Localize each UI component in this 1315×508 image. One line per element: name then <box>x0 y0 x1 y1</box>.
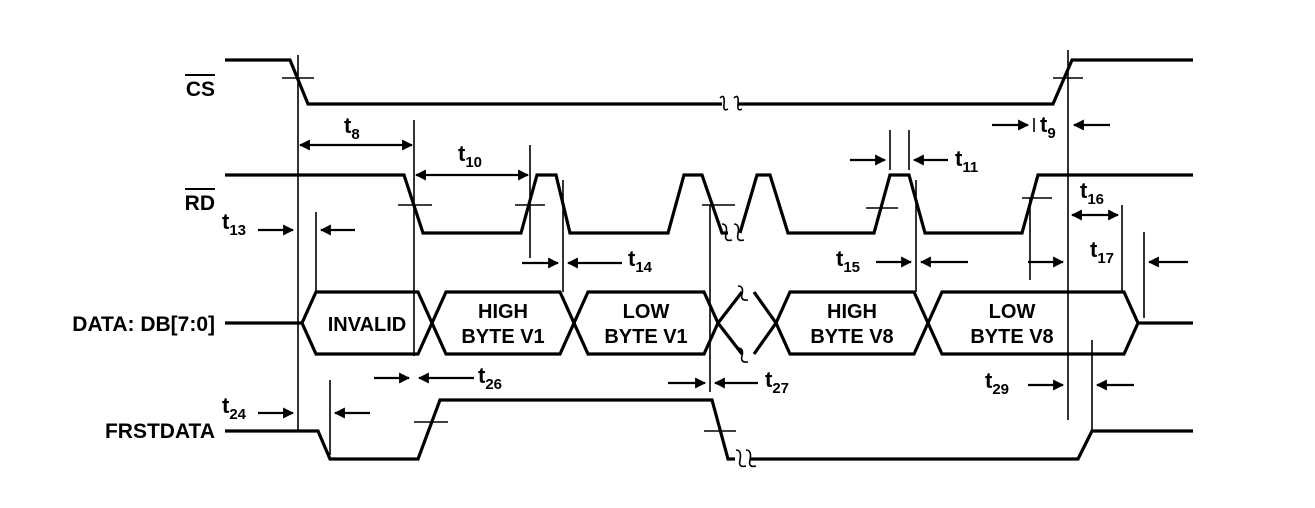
invalid-label: INVALID <box>328 314 407 336</box>
rd-signal-label: RD <box>185 192 215 215</box>
t11-label: t11 <box>955 146 978 176</box>
rd-break-mark <box>721 223 745 242</box>
low-v8-label-2: BYTE V8 <box>970 326 1053 348</box>
t29-label: t29 <box>985 368 1009 398</box>
t15-label: t15 <box>836 246 860 276</box>
data-bus-waveform <box>225 285 1193 363</box>
cs-break-mark <box>719 95 743 111</box>
high-v1-label-2: BYTE V1 <box>461 326 544 348</box>
t10-label: t10 <box>458 141 482 171</box>
high-v8-label-2: BYTE V8 <box>810 326 893 348</box>
reference-lines <box>297 50 1145 455</box>
t16-label: t16 <box>1080 178 1104 208</box>
t27-label: t27 <box>765 367 789 397</box>
cs-signal-label: CS <box>186 78 215 101</box>
t13-label: t13 <box>222 209 246 239</box>
t8-label: t8 <box>344 113 360 143</box>
low-v1-label-2: BYTE V1 <box>604 326 687 348</box>
frstdata-break-mark <box>735 449 757 468</box>
t9-label: t9 <box>1040 112 1056 142</box>
high-v1-label-1: HIGH <box>478 301 528 323</box>
low-v8-label-1: LOW <box>989 301 1036 323</box>
cs-waveform <box>225 58 1193 111</box>
timing-arrows <box>258 119 1188 419</box>
frstdata-waveform <box>225 398 1193 468</box>
data-bus-label: DATA: DB[7:0] <box>72 313 215 336</box>
data-break-mark <box>737 285 749 363</box>
rd-waveform <box>225 173 1193 242</box>
low-v1-label-1: LOW <box>623 301 670 323</box>
t24-label: t24 <box>222 393 247 423</box>
t17-label: t17 <box>1090 237 1114 267</box>
t14-label: t14 <box>628 246 653 276</box>
high-v8-label-1: HIGH <box>827 301 877 323</box>
frstdata-signal-label: FRSTDATA <box>105 420 215 443</box>
t26-label: t26 <box>478 363 502 393</box>
